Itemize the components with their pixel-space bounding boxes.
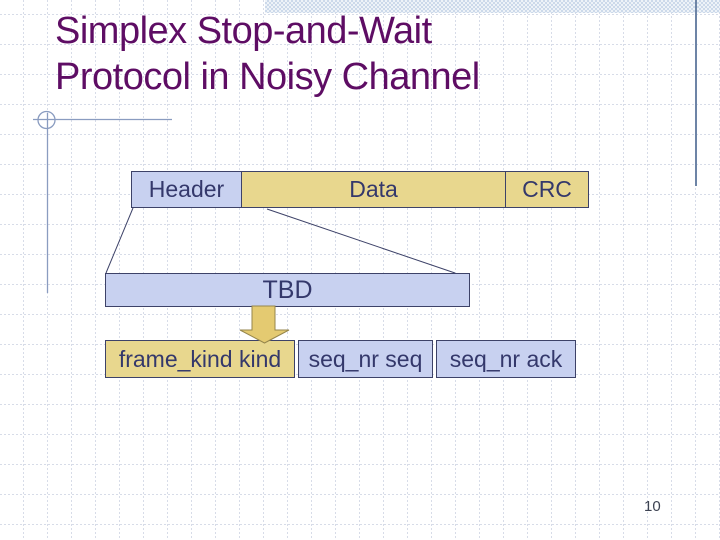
title-line-2: Protocol in Noisy Channel [55,56,480,98]
frame-kind-label: frame_kind kind [118,345,282,372]
crc-field-box: CRC [505,171,589,208]
header-field-box: Header [131,171,242,208]
expand-line-left [105,207,134,274]
data-field-box: Data [241,171,506,208]
frame-kind-box: frame_kind kind [105,340,295,378]
seq-nr-ack-box: seq_nr ack [436,340,576,378]
slide-title: Simplex Stop-and-Wait Protocol in Noisy … [55,8,480,100]
crc-field-label: CRC [522,176,572,202]
title-line-1: Simplex Stop-and-Wait [55,10,432,52]
expand-line-right [266,208,456,274]
seq-nr-ack-label: seq_nr ack [449,345,563,372]
tbd-label: TBD [262,275,313,304]
tbd-box: TBD [105,273,470,307]
header-field-label: Header [148,176,225,202]
page-number: 10 [644,498,661,515]
top-accent-strip [265,0,720,13]
seq-nr-seq-box: seq_nr seq [298,340,433,378]
right-accent-line [695,0,697,186]
down-arrow-icon [239,305,290,344]
data-field-label: Data [349,176,398,202]
seq-nr-seq-label: seq_nr seq [308,345,423,372]
